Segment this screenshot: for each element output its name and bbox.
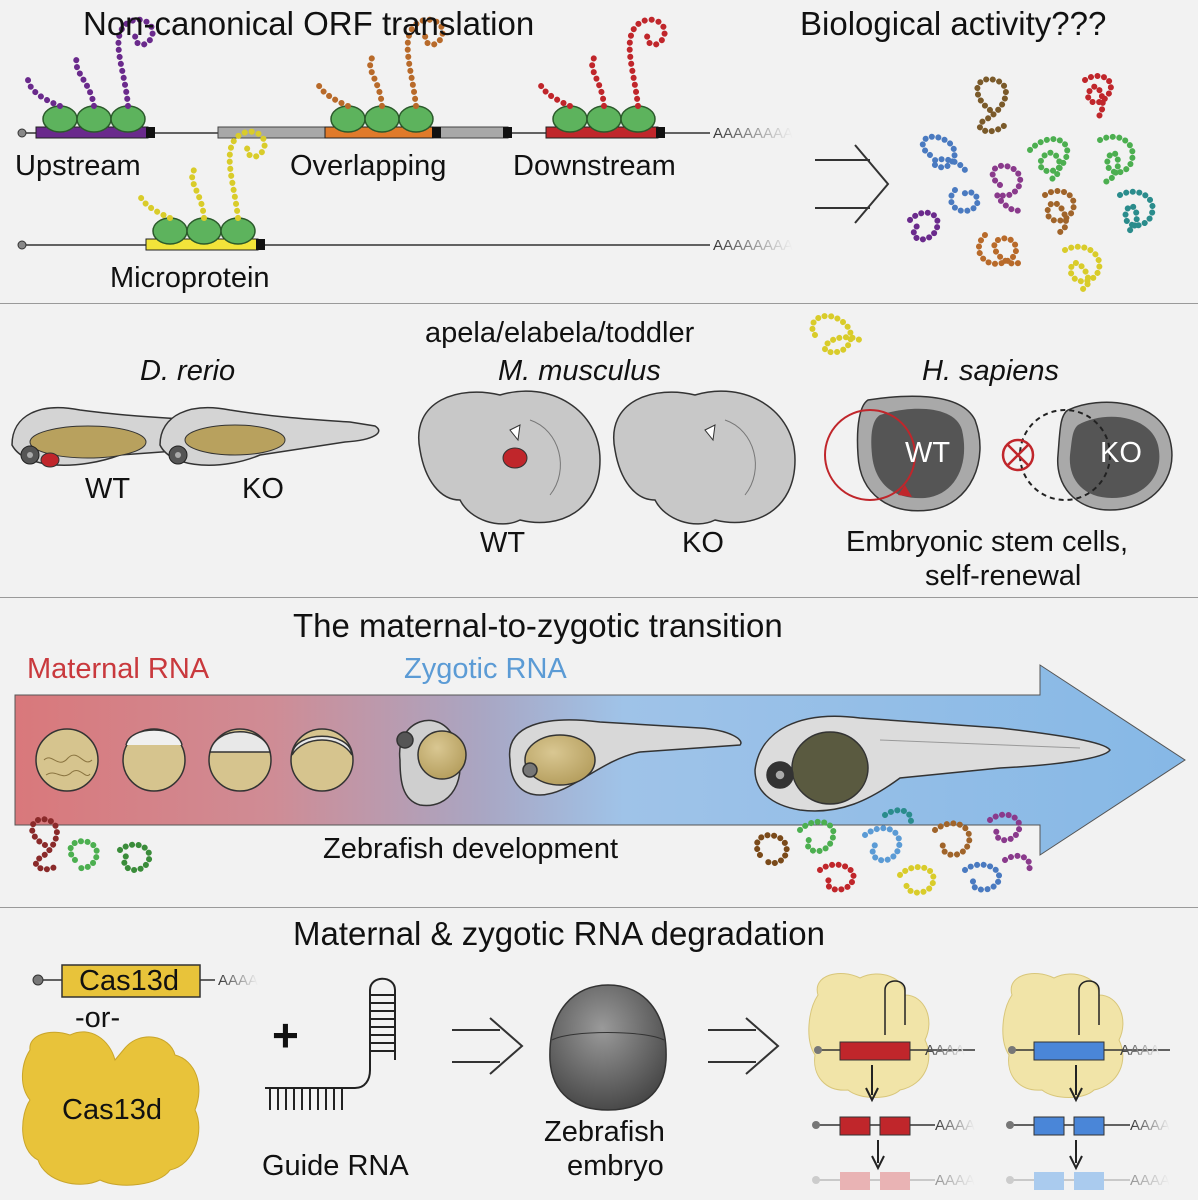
species-mouse: M. musculus bbox=[498, 355, 661, 387]
polya-blue-2: AAAA bbox=[1130, 1117, 1171, 1134]
mouse-embryo-wt bbox=[417, 390, 601, 525]
label-downstream: Downstream bbox=[513, 150, 676, 182]
orf-diagram bbox=[17, 16, 1156, 293]
zebrafish-development-label: Zebrafish development bbox=[323, 833, 618, 865]
guide-rna-label: Guide RNA bbox=[262, 1150, 409, 1182]
guide-rna bbox=[265, 977, 396, 1110]
polya-red-2: AAAA bbox=[935, 1117, 976, 1134]
degradation-zygotic bbox=[1002, 973, 1170, 1190]
es-caption-line2: self-renewal bbox=[925, 560, 1082, 592]
pharyngula-embryo bbox=[508, 719, 742, 796]
polya-blue-3: AAAA bbox=[1130, 1172, 1171, 1189]
es-ko-label: KO bbox=[1100, 437, 1142, 469]
cas13d-mrna-label: Cas13d bbox=[79, 965, 179, 997]
segmentation-embryo bbox=[396, 719, 467, 807]
apela-graphics bbox=[11, 313, 1173, 525]
species-human: H. sapiens bbox=[922, 355, 1060, 387]
divider-3 bbox=[0, 907, 1198, 908]
plus-sign: + bbox=[272, 1009, 299, 1061]
divider-1 bbox=[0, 303, 1198, 304]
panel4-title: Maternal & zygotic RNA degradation bbox=[293, 915, 825, 952]
zebrafish-larva-ko bbox=[159, 406, 380, 466]
polya-red-1: AAAA bbox=[925, 1042, 966, 1059]
cas13d-construct bbox=[32, 964, 215, 998]
zygotic-rna-label: Zygotic RNA bbox=[404, 653, 567, 685]
label-overlapping: Overlapping bbox=[290, 150, 447, 182]
panel2-title: apela/elabela/toddler bbox=[425, 317, 695, 349]
process-arrows bbox=[452, 1017, 780, 1075]
cas13d-polya: AAAA bbox=[218, 972, 259, 989]
polya-tail-1: AAAAAAAA bbox=[713, 125, 794, 142]
polya-tail-2: AAAAAAAA bbox=[713, 237, 794, 254]
species-zebrafish: D. rerio bbox=[140, 355, 236, 387]
cas13d-protein bbox=[22, 1031, 200, 1186]
label-microprotein: Microprotein bbox=[110, 262, 270, 294]
or-label: -or- bbox=[75, 1002, 121, 1034]
mouse-ko-label: KO bbox=[682, 527, 724, 559]
polya-blue-1: AAAA bbox=[1120, 1042, 1161, 1059]
zebrafish-embryo-label-2: embryo bbox=[567, 1150, 664, 1182]
maternal-rna-label: Maternal RNA bbox=[27, 653, 210, 685]
zebrafish-embryo-label-1: Zebrafish bbox=[544, 1116, 665, 1148]
es-cell-wt bbox=[824, 395, 981, 512]
label-upstream: Upstream bbox=[15, 150, 141, 182]
zebrafish-wt-label: WT bbox=[85, 473, 131, 505]
degradation-maternal bbox=[808, 973, 975, 1190]
es-cell-ko bbox=[1001, 401, 1173, 511]
zebrafish-stages bbox=[29, 715, 1111, 896]
mouse-embryo-ko bbox=[612, 390, 796, 525]
panel1-title: Non-canonical ORF translation bbox=[83, 5, 535, 42]
es-wt-label: WT bbox=[905, 437, 951, 469]
zebrafish-embryo-grey bbox=[549, 984, 667, 1111]
panel3-title: The maternal-to-zygotic transition bbox=[293, 607, 783, 644]
es-caption-line1: Embryonic stem cells, bbox=[846, 526, 1129, 558]
panel1-title-right: Biological activity??? bbox=[800, 5, 1107, 42]
divider-2 bbox=[0, 597, 1198, 598]
zebrafish-larva bbox=[754, 715, 1111, 812]
zebrafish-ko-label: KO bbox=[242, 473, 284, 505]
mouse-wt-label: WT bbox=[480, 527, 526, 559]
polya-red-3: AAAA bbox=[935, 1172, 976, 1189]
cas13d-protein-label: Cas13d bbox=[62, 1094, 162, 1126]
